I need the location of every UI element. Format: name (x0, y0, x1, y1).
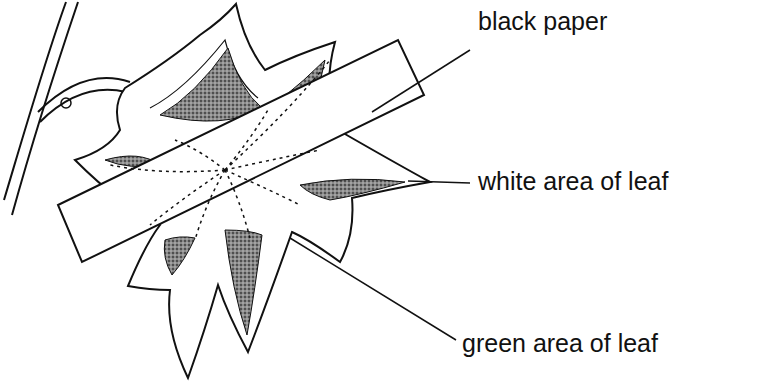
part-label: white area of leaf (478, 168, 668, 196)
part-label: green area of leaf (462, 330, 658, 358)
part-label: black paper (478, 8, 607, 36)
